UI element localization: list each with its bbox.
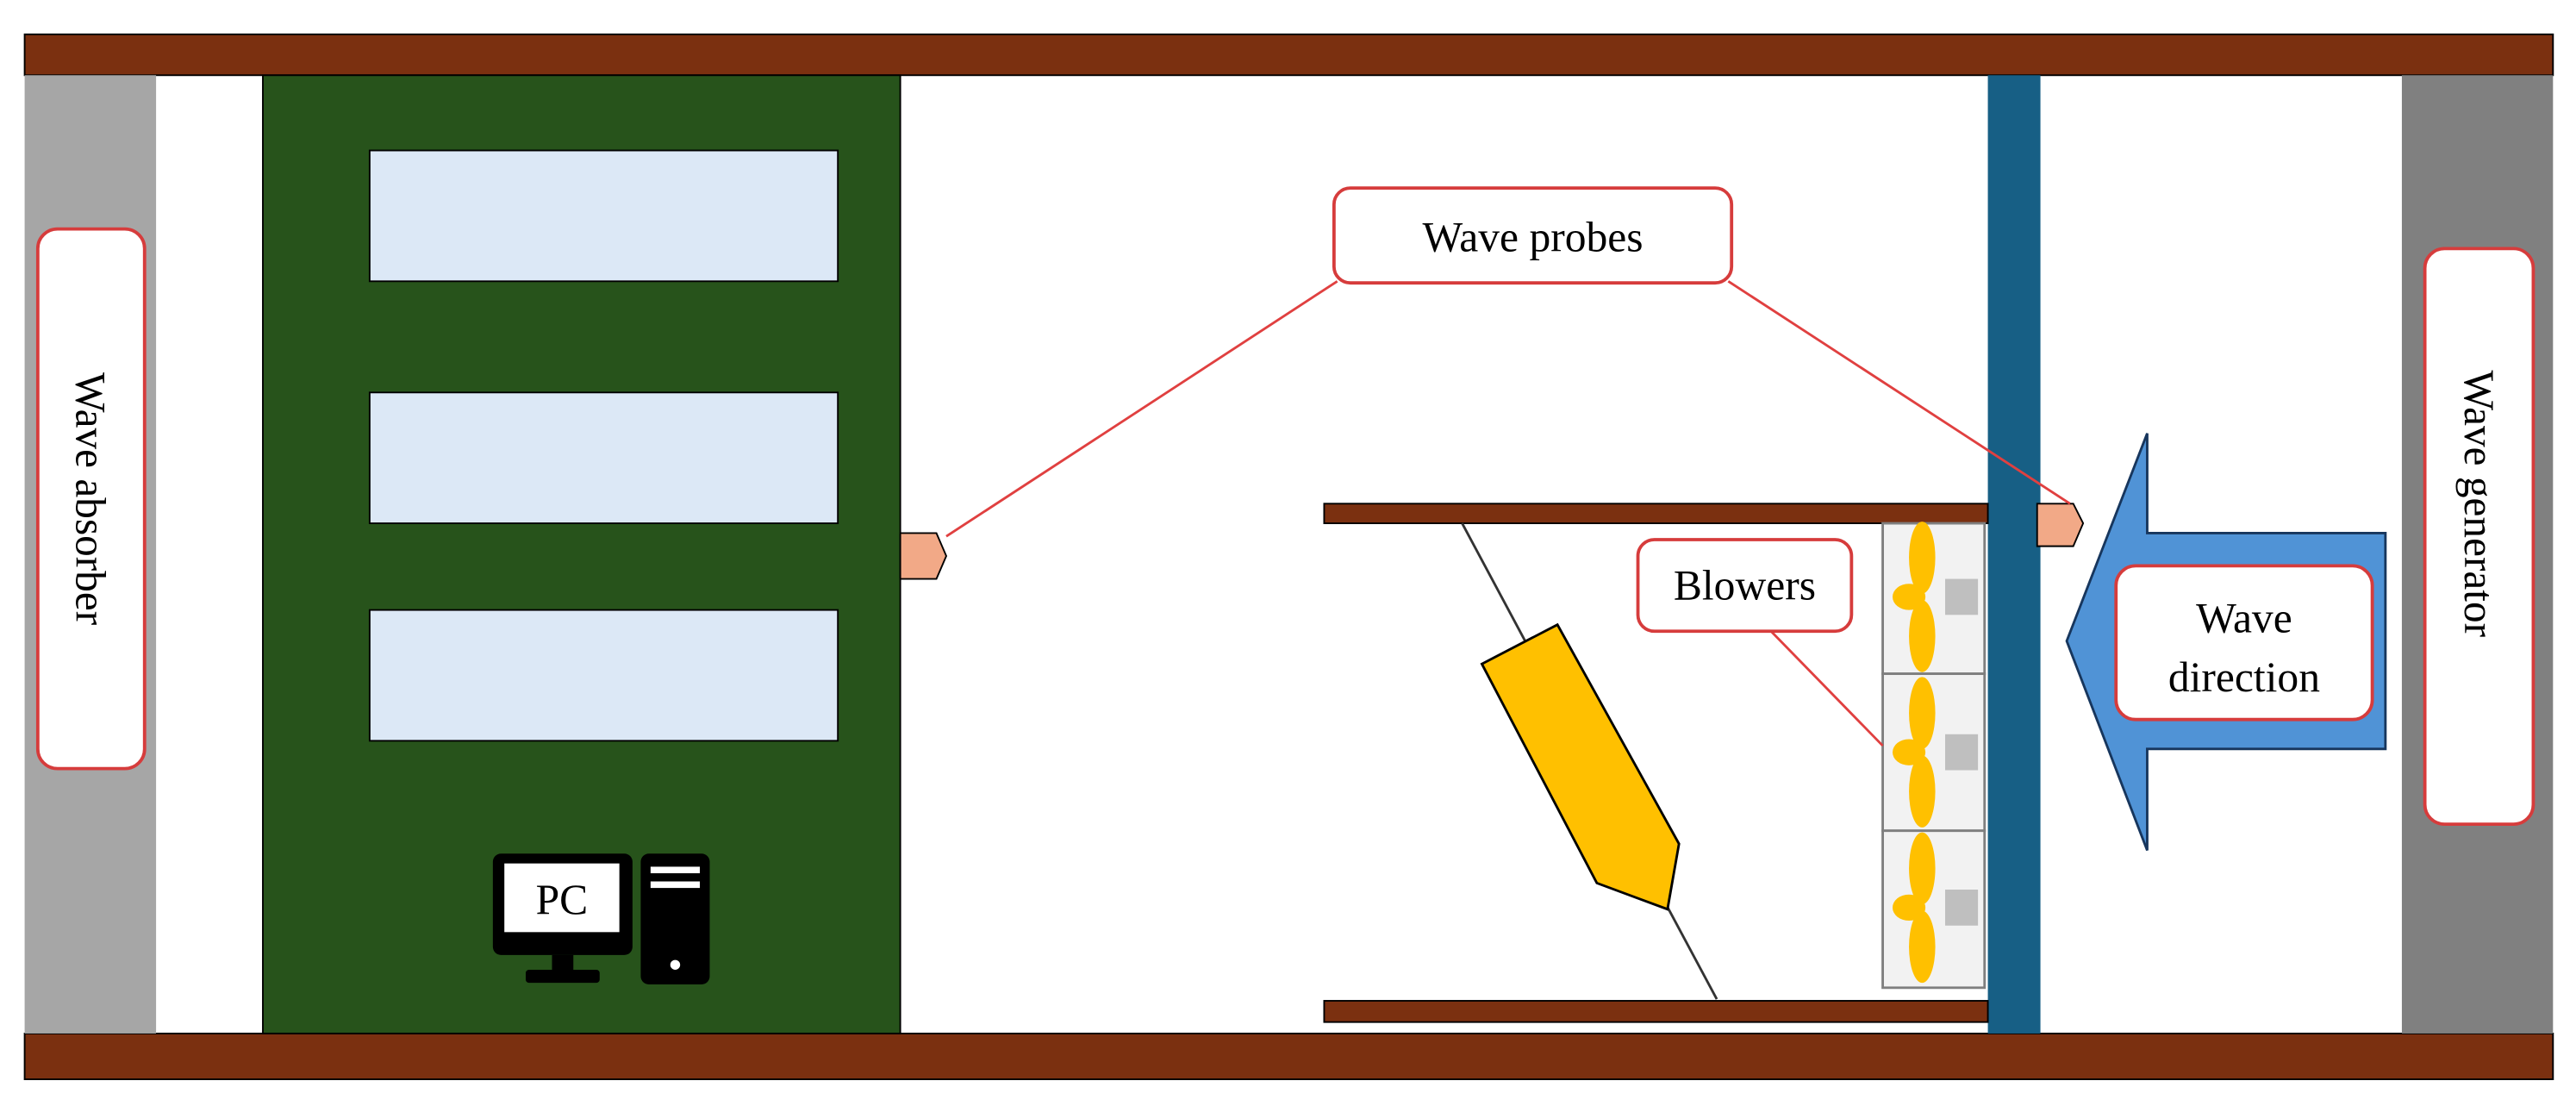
pc-label: PC — [536, 876, 589, 923]
wave-generator-label: Wave generator — [2455, 371, 2503, 638]
blowers-callout — [1636, 538, 1854, 634]
probes-leader-line-right — [1727, 280, 2071, 505]
propeller-icon — [1893, 522, 1979, 672]
wave-probes-callout — [1332, 186, 1734, 285]
pc-tower-button — [670, 959, 681, 970]
pc-tower-slot-1 — [650, 866, 701, 874]
pc-icon: PC — [492, 853, 710, 985]
wave-probe-icon — [899, 532, 948, 580]
wave-generator-callout — [2423, 247, 2535, 827]
blowers-leader-line — [1769, 630, 1884, 747]
lower-guide-rail — [1323, 1000, 1989, 1023]
propeller-icon — [1893, 832, 1979, 984]
water-divider-bar — [1987, 75, 2041, 1034]
probes-leader-line-left — [945, 280, 1338, 538]
platform-window-1 — [368, 149, 839, 283]
wave-absorber-callout — [35, 227, 147, 771]
monitor-stand — [526, 969, 600, 984]
platform-window-2 — [368, 391, 839, 525]
blowers-label: Blowers — [1674, 562, 1816, 609]
wave-absorber-label: Wave absorber — [66, 372, 114, 626]
monitor-neck — [552, 954, 574, 971]
upper-guide-rail — [1323, 503, 1989, 525]
platform-window-3 — [368, 609, 839, 742]
tank-bottom-wall — [23, 1032, 2554, 1081]
tank-top-wall — [23, 33, 2554, 77]
pc-tower-slot-2 — [650, 881, 701, 889]
propeller-icon — [1893, 677, 1979, 828]
wave-direction-callout — [2114, 564, 2374, 722]
wave-direction-label-line1: Wave — [2196, 595, 2292, 642]
wave-direction-label-line2: direction — [2168, 653, 2320, 701]
wave-probe-icon — [2036, 503, 2085, 547]
wave-probes-label: Wave probes — [1422, 214, 1643, 261]
ship-model — [1480, 622, 1681, 911]
monitor-screen — [504, 863, 620, 933]
blower-array — [1881, 522, 1987, 990]
